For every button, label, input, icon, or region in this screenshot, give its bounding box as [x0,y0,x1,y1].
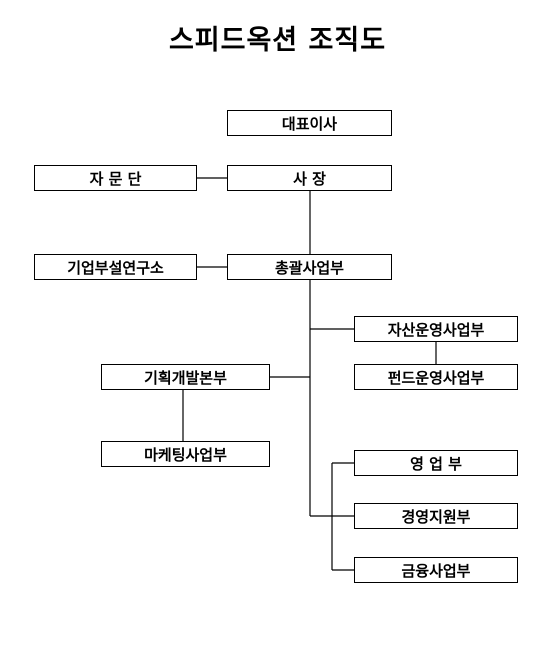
finance-box: 금융사업부 [354,557,518,583]
president-box: 사 장 [227,165,392,191]
research-lab-box: 기업부설연구소 [34,254,197,280]
management-support-box: 경영지원부 [354,503,518,529]
general-business-box: 총괄사업부 [227,254,392,280]
advisory-box: 자 문 단 [34,165,197,191]
fund-management-box: 펀드운영사업부 [354,364,518,390]
sales-box: 영 업 부 [354,450,518,476]
chart-title: 스피드옥션 조직도 [168,25,387,56]
ceo-box: 대표이사 [227,110,392,136]
planning-division-box: 기획개발본부 [101,364,270,390]
marketing-box: 마케팅사업부 [101,441,270,467]
asset-management-box: 자산운영사업부 [354,316,518,342]
